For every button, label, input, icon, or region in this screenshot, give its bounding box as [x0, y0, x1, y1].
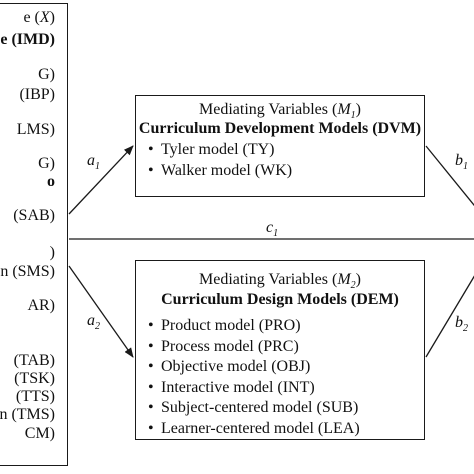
left-line-14: (TTS) [15, 388, 55, 405]
mediator-1-title: Curriculum Development Models (DVM) [138, 120, 422, 137]
left-line-2: e (IMD) [0, 31, 55, 48]
left-line-4: (IBP) [19, 86, 55, 103]
left-line-9: ) [49, 244, 55, 261]
path-label-b2: b2 [455, 314, 468, 335]
arrow-a2 [68, 265, 134, 358]
left-line-10: n (SMS) [0, 263, 55, 280]
path-label-a2: a2 [87, 312, 100, 333]
arrow-b2 [425, 275, 474, 358]
list-item: Subject-centered model (SUB) [148, 398, 360, 419]
list-item: Process model (PRC) [148, 337, 360, 358]
independent-variable-box: e (X) e (IMD) G) (IBP) LMS) G) o (SAB) )… [0, 3, 68, 466]
left-line-7: o [47, 173, 55, 190]
arrow-b1 [425, 145, 474, 207]
path-label-c1: c1 [266, 219, 279, 240]
mediator-2-box: Mediating Variables (M2) Curriculum Desi… [135, 260, 425, 440]
left-line-11: AR) [27, 297, 55, 314]
list-item: Objective model (OBJ) [148, 357, 360, 378]
mediator-2-list: Product model (PRO) Process model (PRC) … [148, 316, 360, 439]
left-line-12: (TAB) [13, 352, 55, 369]
path-label-b1: b1 [455, 152, 468, 173]
path-label-a1: a1 [87, 152, 100, 173]
left-line-13: (TSK) [14, 370, 55, 387]
mediator-2-title: Curriculum Design Models (DEM) [161, 291, 399, 308]
list-item: Product model (PRO) [148, 316, 360, 337]
mediator-1-box: Mediating Variables (M1) Curriculum Deve… [135, 95, 425, 197]
left-line-3: G) [38, 66, 55, 83]
list-item: Walker model (WK) [148, 161, 292, 182]
list-item: Interactive model (INT) [148, 378, 360, 399]
left-line-1: e (X) [23, 9, 55, 26]
mediator-2-header: Mediating Variables (M2) [199, 271, 361, 292]
left-line-6: G) [38, 155, 55, 172]
list-item: Tyler model (TY) [148, 140, 292, 161]
arrow-a1 [68, 145, 134, 215]
left-line-5: LMS) [16, 121, 55, 138]
left-line-15: n (TMS) [0, 406, 55, 423]
left-line-8: (SAB) [13, 207, 55, 224]
list-item: Learner-centered model (LEA) [148, 419, 360, 440]
mediator-1-header: Mediating Variables (M1) [199, 101, 361, 122]
left-line-16: CM) [24, 425, 55, 442]
mediator-1-list: Tyler model (TY) Walker model (WK) [148, 140, 292, 181]
